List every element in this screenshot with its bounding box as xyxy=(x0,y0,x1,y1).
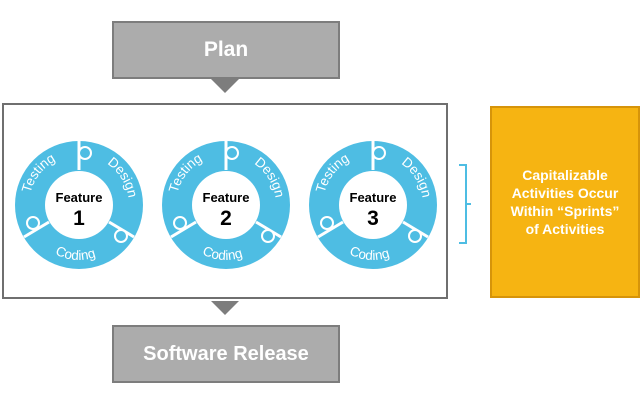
callout-line-2: Activities Occur xyxy=(511,185,619,201)
feature-cycle-3-graphic: Testing Design Coding Feature 3 xyxy=(309,141,439,269)
plan-arrow-icon xyxy=(211,79,239,93)
software-release-label: Software Release xyxy=(143,342,309,365)
capitalizable-callout: Capitalizable Activities Occur Within “S… xyxy=(490,106,640,298)
release-arrow-icon xyxy=(211,301,239,315)
feature-cycle-1-graphic: Testing Design Coding Feature 1 xyxy=(15,141,145,269)
puzzle-divider-icons xyxy=(170,141,282,243)
callout-line-3: Within “Sprints” xyxy=(510,203,620,219)
feature-number: 2 xyxy=(220,207,232,230)
plan-box: Plan xyxy=(112,21,340,79)
callout-line-4: of Activities xyxy=(525,221,605,237)
feature-title: Feature xyxy=(56,190,103,205)
puzzle-divider-icons xyxy=(317,141,429,243)
feature-title: Feature xyxy=(350,190,397,205)
bracket-icon xyxy=(459,164,471,244)
feature-cycle-1: Testing Design Coding Feature 1 xyxy=(12,138,146,272)
svg-text:Coding: Coding xyxy=(53,243,98,265)
ring-hole xyxy=(339,171,407,239)
feature-number: 1 xyxy=(73,207,85,230)
puzzle-divider-icons xyxy=(23,141,135,243)
plan-label: Plan xyxy=(203,38,249,61)
ring-hole xyxy=(192,171,260,239)
segment-coding-label: Coding xyxy=(53,243,98,265)
feature-cycle-2: Testing Design Coding Feature 2 xyxy=(159,138,293,272)
feature-cycle-3: Testing Design Coding Feature 3 xyxy=(306,138,440,272)
feature-cycle-2-graphic: Testing Design Coding Feature 2 xyxy=(162,141,292,269)
software-release-box: Software Release xyxy=(112,325,340,383)
feature-number: 3 xyxy=(367,207,379,230)
feature-title: Feature xyxy=(203,190,250,205)
segment-coding-label: Coding xyxy=(200,243,245,265)
svg-text:Coding: Coding xyxy=(347,243,392,265)
callout-line-1: Capitalizable xyxy=(522,167,608,183)
ring-hole xyxy=(45,171,113,239)
svg-text:Coding: Coding xyxy=(200,243,245,265)
segment-coding-label: Coding xyxy=(347,243,392,265)
